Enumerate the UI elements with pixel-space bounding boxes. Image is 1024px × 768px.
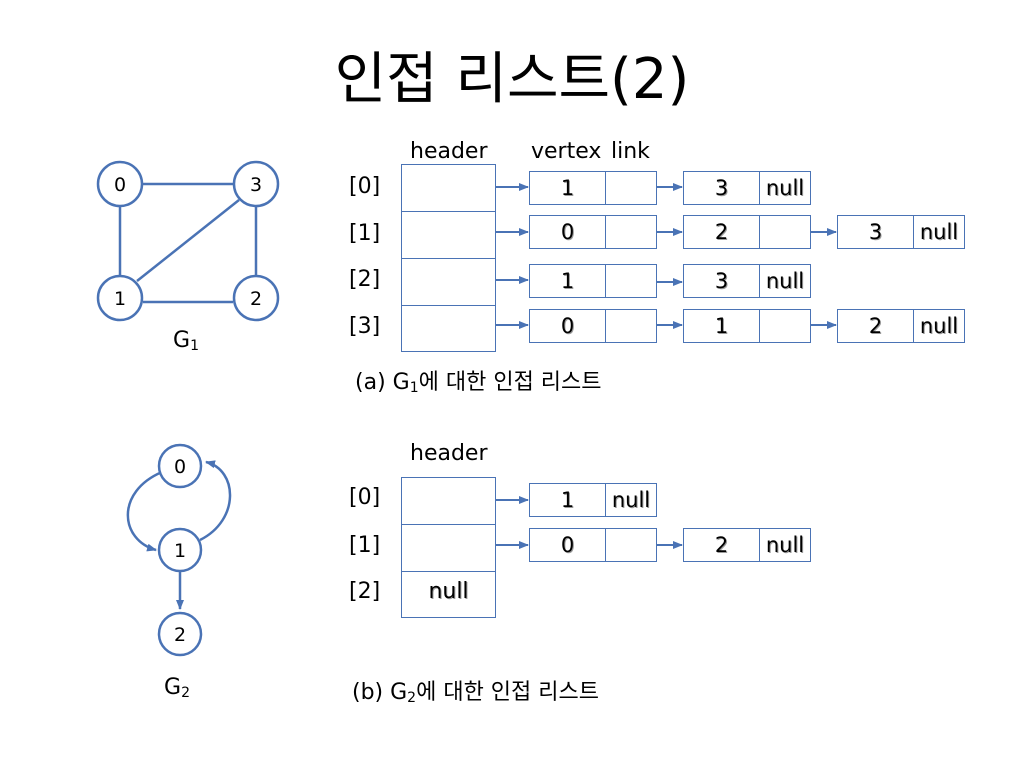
node-vertex-cell: 2 [837, 309, 914, 343]
g1-node-0 [96, 160, 144, 208]
header-array-a [401, 164, 496, 352]
g2-node-0-label: 0 [174, 456, 186, 478]
g1-node-1-label: 1 [114, 288, 126, 310]
caption-a: (a) G1에 대한 인접 리스트 [355, 370, 602, 396]
node-link-cell [759, 309, 811, 343]
g2-node-1 [157, 527, 203, 573]
link-column-label: link [611, 139, 650, 164]
node-link-cell: null [605, 483, 657, 517]
list-a-arrows [452, 183, 837, 329]
g2-node-2 [157, 611, 203, 657]
g2-node-2-label: 2 [174, 624, 186, 646]
header-null-value: null [428, 579, 469, 604]
index-label: [1] [349, 533, 381, 558]
node-link-cell [605, 264, 657, 298]
node-vertex-cell: 0 [529, 215, 606, 249]
graph-g2-edges [126, 460, 232, 610]
node-link-cell [605, 528, 657, 562]
node-vertex-cell: 1 [529, 171, 606, 205]
g1-node-3 [232, 160, 280, 208]
node-link-cell: null [913, 309, 965, 343]
header-divider [402, 305, 495, 306]
node-vertex-cell: 3 [683, 264, 760, 298]
node-vertex-cell: 0 [529, 528, 606, 562]
graph-g1-edges [118, 182, 258, 304]
graph-g1-label: G1 [173, 328, 199, 354]
header-divider [402, 258, 495, 259]
node-vertex-cell: 1 [683, 309, 760, 343]
node-link-cell: null [913, 215, 965, 249]
edge-0-1-curve [126, 470, 163, 552]
node-link-cell: null [759, 528, 811, 562]
header-divider [402, 524, 495, 525]
node-link-cell [605, 309, 657, 343]
node-link-cell [605, 171, 657, 205]
graph-g2-label: G2 [164, 675, 190, 701]
g1-node-2-label: 2 [250, 288, 262, 310]
node-vertex-cell: 3 [837, 215, 914, 249]
node-vertex-cell: 1 [529, 483, 606, 517]
node-link-cell [605, 215, 657, 249]
node-vertex-cell: 1 [529, 264, 606, 298]
index-label: [0] [349, 485, 381, 510]
g2-node-1-label: 1 [174, 540, 186, 562]
header-array-b: null [401, 477, 496, 618]
g1-node-1 [96, 274, 144, 322]
g2-node-0 [157, 443, 203, 489]
index-label: [2] [349, 579, 381, 604]
g1-node-2 [232, 274, 280, 322]
vertex-column-label: vertex [531, 139, 602, 164]
g1-node-3-label: 3 [250, 174, 262, 196]
graph-g1-nodes [96, 160, 280, 322]
edge-1-3 [136, 199, 240, 282]
caption-b: (b) G2에 대한 인접 리스트 [352, 680, 599, 706]
g1-node-0-label: 0 [114, 174, 126, 196]
header-column-label: header [410, 139, 488, 164]
node-vertex-cell: 0 [529, 309, 606, 343]
page-title: 인접 리스트(2) [334, 47, 690, 112]
header-column-label: header [410, 441, 488, 466]
node-vertex-cell: 2 [683, 528, 760, 562]
edge-1-0-curve [199, 460, 232, 542]
graph-g2-nodes [157, 443, 203, 657]
node-link-cell [759, 215, 811, 249]
node-link-cell: null [759, 171, 811, 205]
index-label: [1] [349, 221, 381, 246]
header-divider [402, 211, 495, 212]
index-label: [3] [349, 314, 381, 339]
node-vertex-cell: 3 [683, 171, 760, 205]
header-divider [402, 571, 495, 572]
node-link-cell: null [759, 264, 811, 298]
index-label: [2] [349, 267, 381, 292]
node-vertex-cell: 2 [683, 215, 760, 249]
index-label: [0] [349, 174, 381, 199]
